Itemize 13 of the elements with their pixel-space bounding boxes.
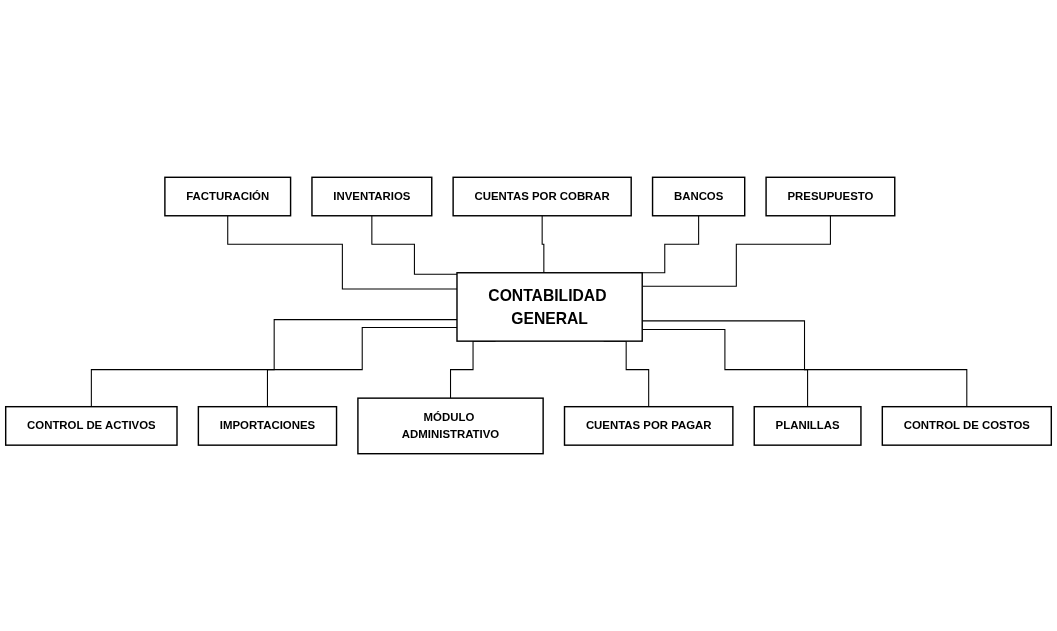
node-box: CUENTAS POR PAGAR xyxy=(563,406,734,446)
connector xyxy=(541,215,547,274)
node-box: CONTROL DE COSTOS xyxy=(881,406,1052,446)
node-box: MÓDULO ADMINISTRATIVO xyxy=(357,397,544,455)
node-box: CONTROL DE ACTIVOS xyxy=(5,406,178,446)
node-box: CONTABILIDAD GENERAL xyxy=(456,272,643,342)
node-box: FACTURACIÓN xyxy=(164,176,292,217)
node-box: IMPORTACIONES xyxy=(197,406,338,446)
node-box: INVENTARIOS xyxy=(311,176,433,217)
node-box: PLANILLAS xyxy=(753,406,862,446)
node-box: CUENTAS POR COBRAR xyxy=(452,176,632,217)
node-box: BANCOS xyxy=(651,176,746,217)
node-box: PRESUPUESTO xyxy=(765,176,896,217)
